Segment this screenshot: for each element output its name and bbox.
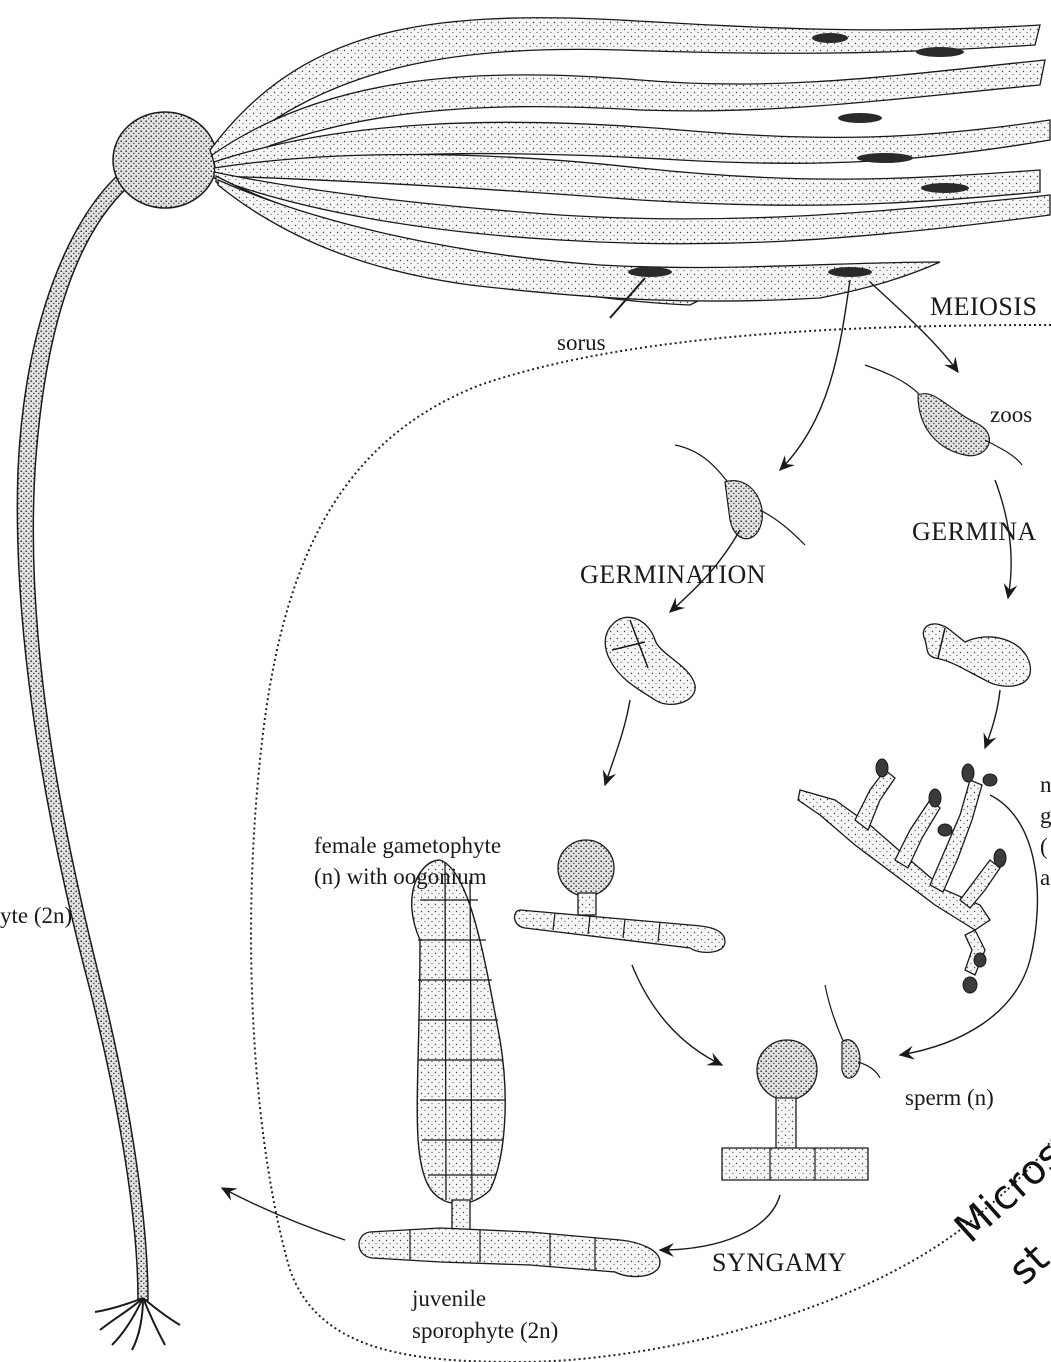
blades — [210, 18, 1050, 305]
arrow-oogonium-to-fertilization — [632, 965, 722, 1065]
sperm — [825, 985, 880, 1078]
female-gametophyte — [515, 840, 725, 952]
left-germling — [605, 617, 695, 704]
label-meiosis: MEIOSIS — [930, 292, 1038, 322]
arrow-sorus-to-left-zoospore — [780, 280, 850, 470]
label-male-line3: ( — [1040, 834, 1048, 860]
sporophyte-stipe — [17, 175, 148, 1300]
label-female-gametophyte-line1: female gametophyte — [314, 833, 501, 859]
label-germination-right: GERMINA — [912, 517, 1037, 547]
label-female-gametophyte-line2: (n) with oogonium — [314, 864, 487, 890]
label-sperm: sperm (n) — [905, 1085, 994, 1111]
label-germination-left: GERMINATION — [580, 560, 766, 590]
label-juvenile-line2: sporophyte (2n) — [412, 1318, 558, 1344]
label-zoospores: zoos — [990, 402, 1032, 428]
label-syngamy: SYNGAMY — [712, 1248, 847, 1278]
male-gametophyte — [798, 770, 1000, 975]
label-sporophyte: yte (2n) — [0, 903, 72, 929]
arrow-to-male-gametophyte — [985, 690, 1000, 748]
arrow-to-adult-sporophyte — [222, 1188, 345, 1240]
label-male-line4: a — [1040, 865, 1050, 891]
pneumatocyst — [113, 112, 217, 208]
arrow-syngamy — [660, 1195, 780, 1250]
holdfast — [95, 1298, 180, 1350]
label-male-line2: g — [1040, 803, 1051, 829]
label-sorus: sorus — [557, 330, 606, 356]
arrow-to-female-gametophyte — [605, 700, 630, 785]
label-juvenile-line1: juvenile — [412, 1286, 486, 1312]
label-male-line1: n — [1040, 772, 1051, 798]
